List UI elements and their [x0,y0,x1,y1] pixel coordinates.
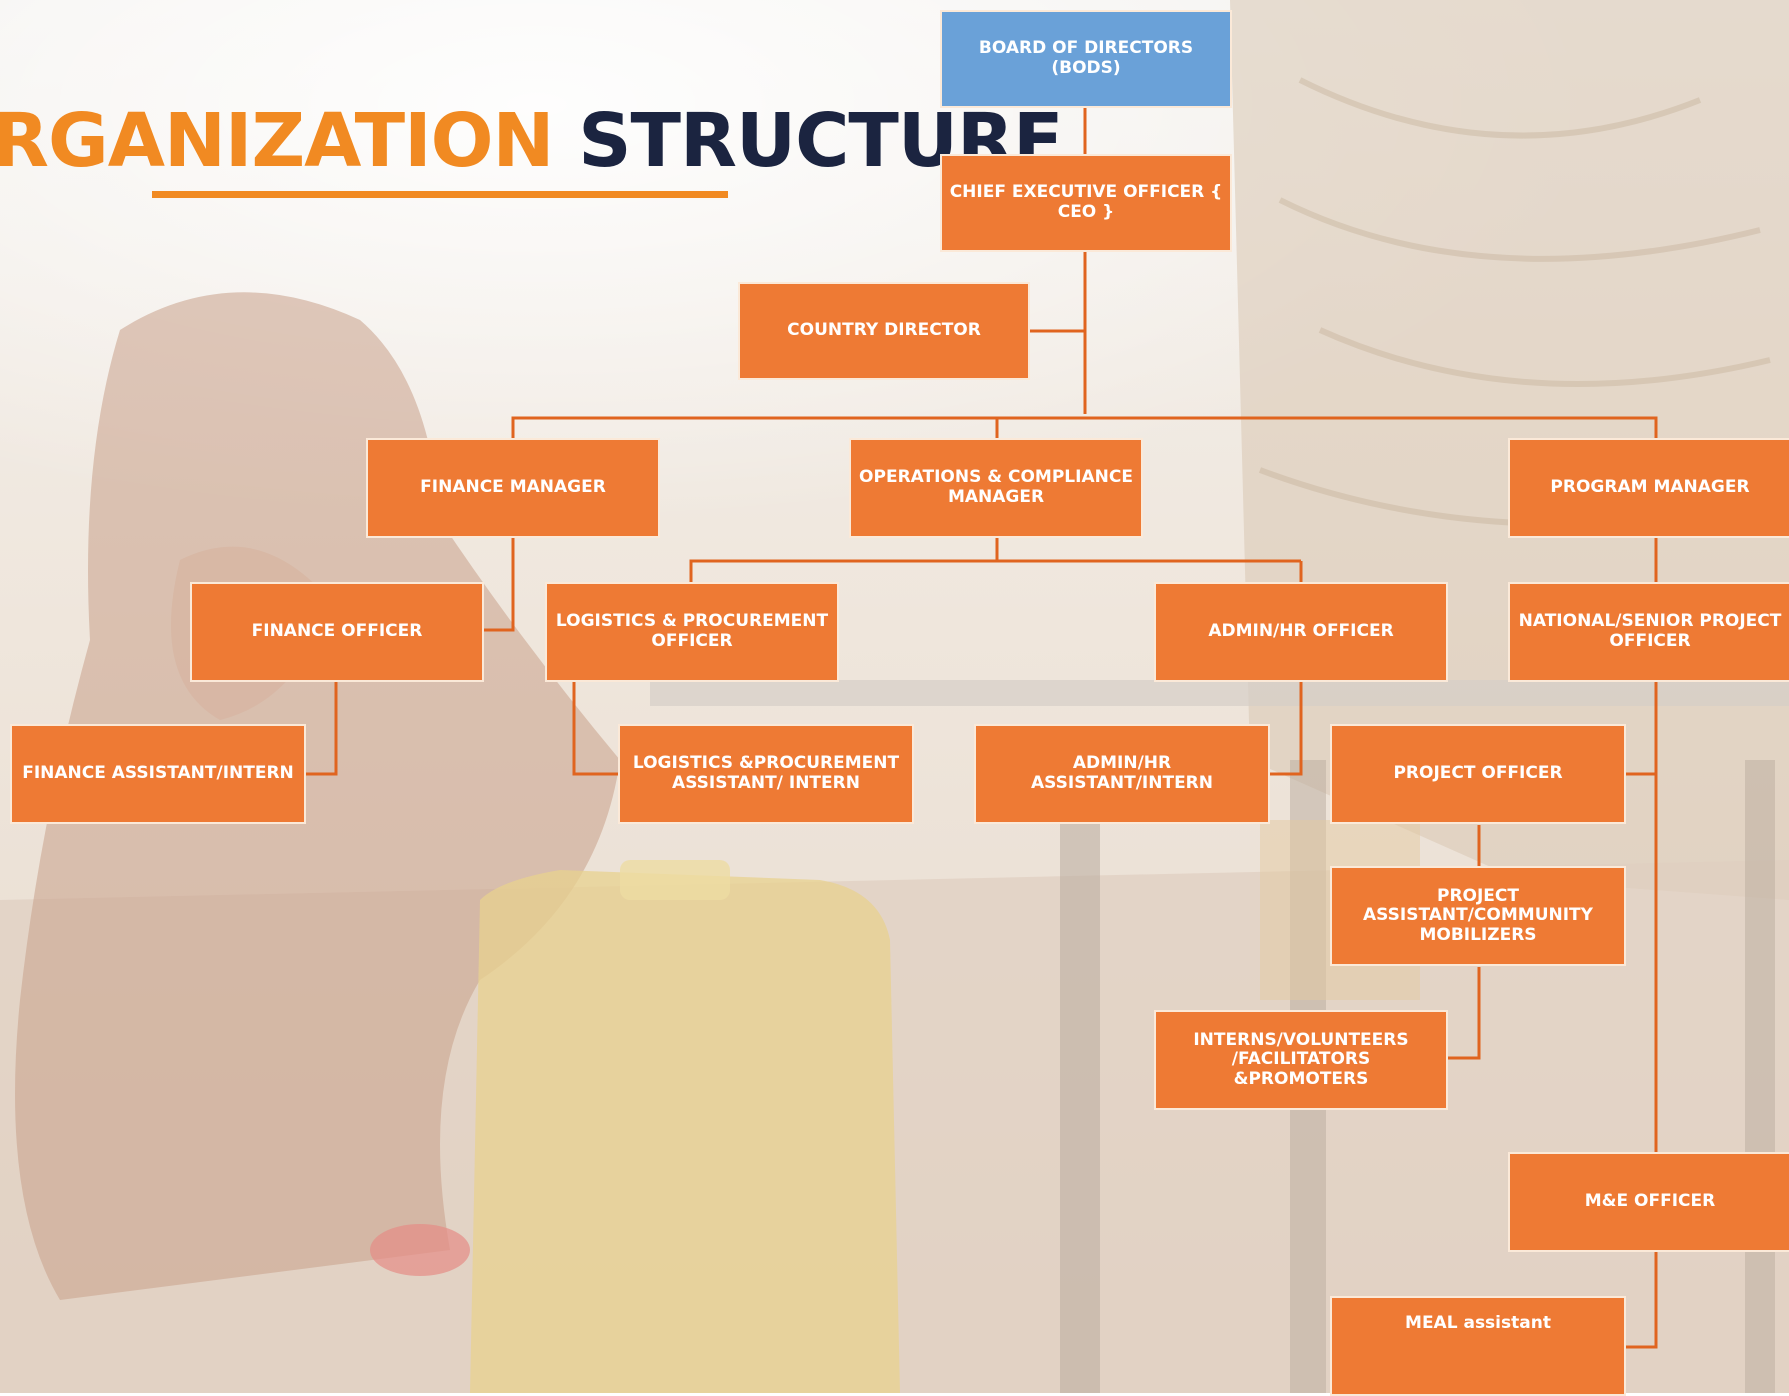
node-me-officer: M&E OFFICER [1508,1152,1789,1252]
node-finance-assistant-intern: FINANCE ASSISTANT/INTERN [10,724,306,824]
node-board-of-directors: BOARD OF DIRECTORS (BODs) [940,10,1232,108]
water-pipe [650,680,1789,706]
node-admin-hr-officer: ADMIN/HR OFFICER [1154,582,1448,682]
node-logistics-procurement-officer: LOGISTICS & PROCUREMENT OFFICER [545,582,839,682]
red-lid [370,1224,470,1276]
person-silhouette [15,292,620,1300]
node-finance-manager: FINANCE MANAGER [366,438,660,538]
connector-ops-bus [689,538,999,584]
jerrycan [470,870,900,1393]
connector-meal [1625,1252,1658,1349]
node-admin-hr-assistant-intern: ADMIN/HR ASSISTANT/INTERN [974,724,1270,824]
node-interns-volunteers-facilitators: INTERNS/VOLUNTEERS /FACILITATORS &PROMOT… [1154,1010,1448,1110]
connector-interns [1446,967,1481,1060]
node-national-senior-project-officer: NATIONAL/SENIOR PROJECT OFFICER [1508,582,1789,682]
title-word-organization: RGANIZATION [0,98,554,184]
node-program-manager: PROGRAM MANAGER [1508,438,1789,538]
connector-finance-officer [482,538,515,632]
node-finance-officer: FINANCE OFFICER [190,582,484,682]
node-operations-compliance-manager: OPERATIONS & COMPLIANCE MANAGER [849,438,1143,538]
title-underline [152,191,728,198]
page-title: RGANIZATION STRUCTURE [0,104,1064,178]
node-project-officer: PROJECT OFFICER [1330,724,1626,824]
node-project-assistant-community-mobilizers: PROJECT ASSISTANT/COMMUNITY MOBILIZERS [1330,866,1626,966]
connector-admin-assistant [1268,682,1303,776]
connector-managers-bus [511,416,1658,440]
node-ceo: CHIEF EXECUTIVE OFFICER { CEO } [940,154,1232,252]
connector-logistics-assistant [572,682,620,776]
node-country-director: COUNTRY DIRECTOR [738,282,1030,380]
node-meal-assistant: MEAL assistant [1330,1296,1626,1396]
connector-finance-assistant [306,682,338,776]
node-logistics-procurement-assistant: LOGISTICS &PROCUREMENT ASSISTANT/ INTERN [618,724,914,824]
